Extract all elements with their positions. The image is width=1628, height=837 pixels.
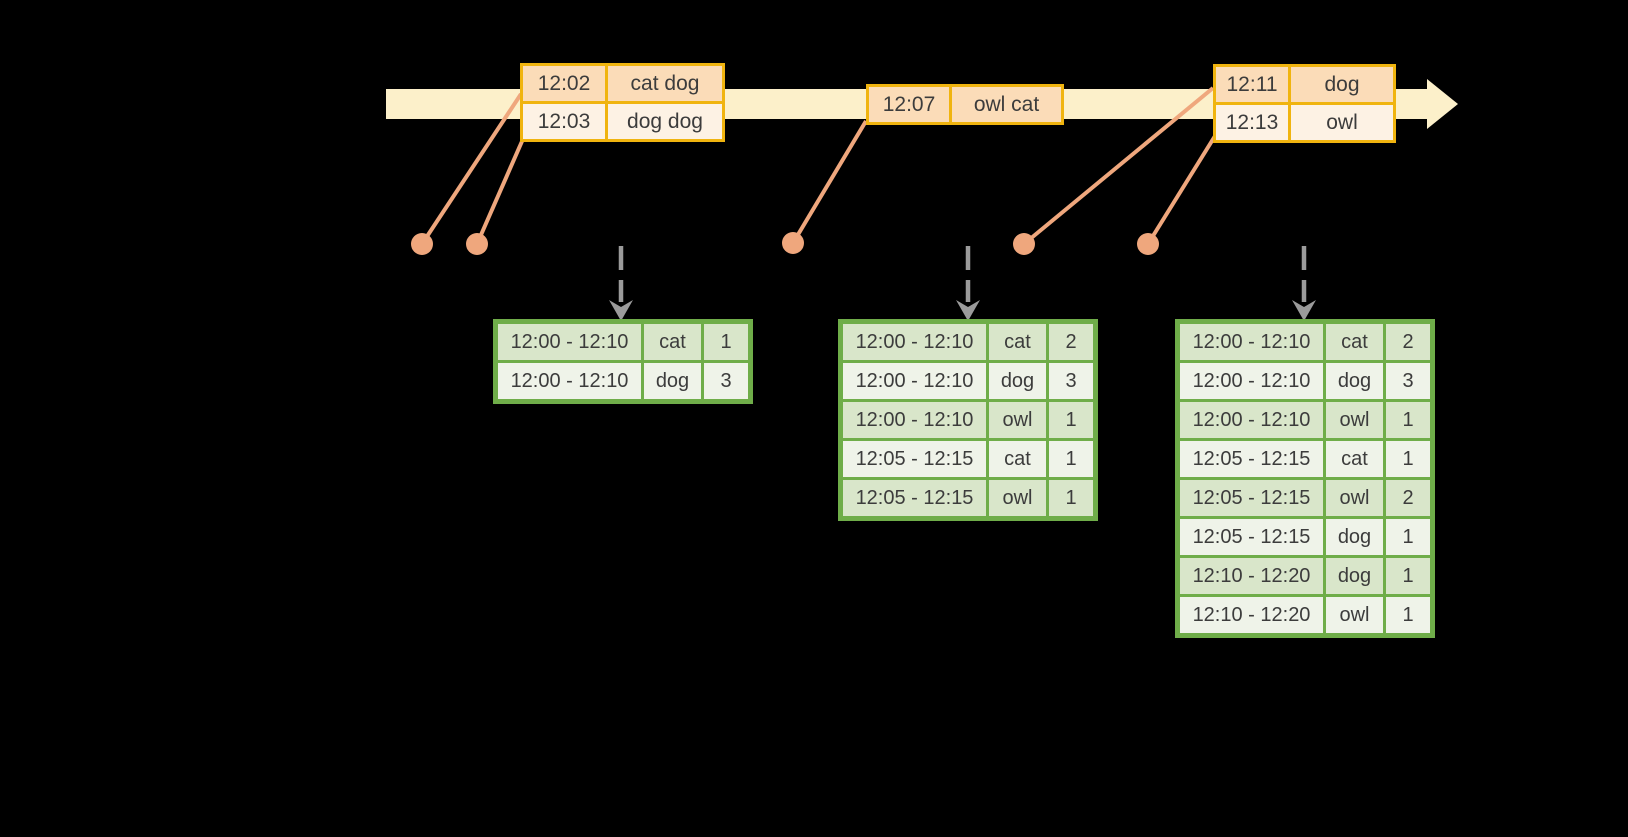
event-words: dog dog <box>608 104 722 139</box>
result-word: owl <box>989 402 1046 438</box>
result-count: 2 <box>1386 480 1430 516</box>
result-window: 12:05 - 12:15 <box>1180 480 1323 516</box>
result-count: 2 <box>1049 324 1093 360</box>
event-connector-line <box>475 138 525 245</box>
trigger-arrow-icon <box>1292 246 1316 321</box>
result-count: 3 <box>704 363 748 399</box>
event-connector-line <box>1146 134 1217 246</box>
result-count: 1 <box>1049 402 1093 438</box>
result-window: 12:00 - 12:10 <box>1180 324 1323 360</box>
result-window: 12:05 - 12:15 <box>1180 519 1323 555</box>
result-count: 1 <box>1049 441 1093 477</box>
event-dot-icon <box>411 233 433 255</box>
result-word: owl <box>989 480 1046 516</box>
result-word: cat <box>989 441 1046 477</box>
result-word: cat <box>1326 324 1383 360</box>
result-count: 1 <box>1386 597 1430 633</box>
event-time: 12:07 <box>869 87 949 122</box>
result-count: 1 <box>704 324 748 360</box>
event-dot-icon <box>1137 233 1159 255</box>
event-time: 12:02 <box>523 66 605 101</box>
result-count: 1 <box>1386 519 1430 555</box>
event-dot-icon <box>782 232 804 254</box>
event-connector-line <box>420 92 523 246</box>
result-count: 1 <box>1049 480 1093 516</box>
trigger-arrow-icon <box>956 246 980 321</box>
event-dot-icon <box>1013 233 1035 255</box>
timeline-arrowhead-icon <box>1427 79 1458 129</box>
result-window: 12:00 - 12:10 <box>843 402 986 438</box>
result-window: 12:00 - 12:10 <box>498 324 641 360</box>
result-word: owl <box>1326 402 1383 438</box>
result-word: cat <box>644 324 701 360</box>
trigger-arrows <box>609 246 1316 321</box>
result-word: dog <box>1326 519 1383 555</box>
result-count: 1 <box>1386 402 1430 438</box>
event-words: owl <box>1291 105 1393 140</box>
event-connector-lines <box>420 86 1217 246</box>
result-word: dog <box>1326 558 1383 594</box>
trigger-arrow-icon <box>609 246 633 321</box>
result-count: 3 <box>1386 363 1430 399</box>
result-word: cat <box>1326 441 1383 477</box>
result-word: cat <box>989 324 1046 360</box>
result-window: 12:00 - 12:10 <box>1180 363 1323 399</box>
result-word: dog <box>989 363 1046 399</box>
result-word: dog <box>1326 363 1383 399</box>
result-count: 2 <box>1386 324 1430 360</box>
event-time: 12:11 <box>1216 67 1288 102</box>
event-words: owl cat <box>952 87 1061 122</box>
event-words: dog <box>1291 67 1393 102</box>
result-window: 12:00 - 12:10 <box>1180 402 1323 438</box>
result-window: 12:05 - 12:15 <box>843 441 986 477</box>
event-connector-line <box>791 119 868 245</box>
event-time: 12:13 <box>1216 105 1288 140</box>
result-window: 12:10 - 12:20 <box>1180 558 1323 594</box>
result-window: 12:05 - 12:15 <box>843 480 986 516</box>
result-window: 12:05 - 12:15 <box>1180 441 1323 477</box>
result-window: 12:00 - 12:10 <box>843 324 986 360</box>
event-time: 12:03 <box>523 104 605 139</box>
result-count: 1 <box>1386 441 1430 477</box>
result-word: dog <box>644 363 701 399</box>
event-dots <box>411 232 1159 255</box>
result-window: 12:00 - 12:10 <box>498 363 641 399</box>
event-dot-icon <box>466 233 488 255</box>
result-word: owl <box>1326 480 1383 516</box>
result-word: owl <box>1326 597 1383 633</box>
event-words: cat dog <box>608 66 722 101</box>
result-count: 1 <box>1386 558 1430 594</box>
result-window: 12:00 - 12:10 <box>843 363 986 399</box>
event-connector-line <box>1022 86 1215 246</box>
result-window: 12:10 - 12:20 <box>1180 597 1323 633</box>
result-count: 3 <box>1049 363 1093 399</box>
